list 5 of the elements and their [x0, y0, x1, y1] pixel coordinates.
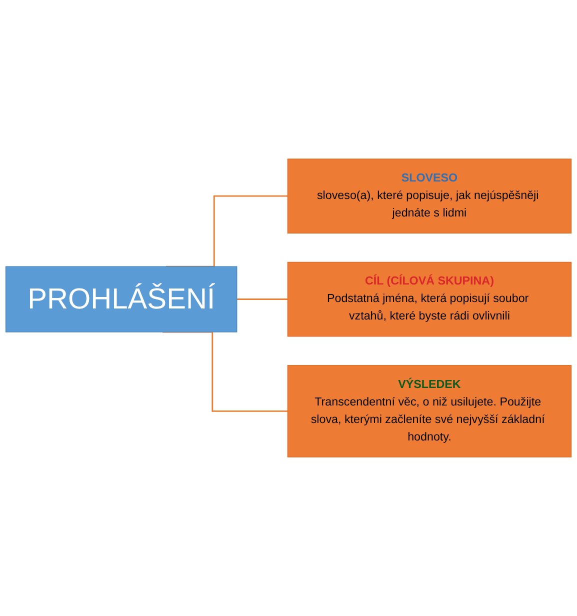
node-box: VÝSLEDEK Transcendentní věc, o niž usilujete. Použijte slova, kterými začleníte své nejvyšší základní hodnoty.	[287, 365, 572, 458]
node-box: SLOVESO sloveso(a), které popisuje, jak nejúspěšněji jednáte s lidmi	[287, 158, 572, 234]
node-box: PROHLÁŠENÍ	[5, 266, 238, 332]
node-box: CÍL (CÍLOVÁ SKUPINA) Podstatná jména, která popisují soubor vztahů, které byste rádi ovlivnili	[287, 262, 572, 337]
connector	[236, 298, 288, 300]
